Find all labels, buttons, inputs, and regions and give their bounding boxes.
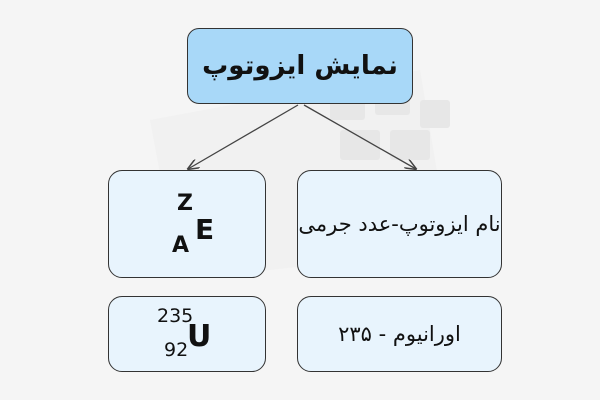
root-label: نمایش ایزوتوپ (202, 51, 398, 81)
example-name-label: اورانیوم - ۲۳۵ (338, 322, 461, 346)
example-atomic-number: 92 (164, 339, 189, 361)
example-node: 235 U 92 (108, 296, 266, 372)
notation-name-label: نام ایزوتوپ-عدد جرمی (298, 212, 501, 236)
uranium-nuclide-symbol: 235 U 92 (152, 299, 222, 369)
notation-name-node: نام ایزوتوپ-عدد جرمی (297, 170, 502, 278)
notation-subscript: A (172, 233, 190, 258)
example-name-node: اورانیوم - ۲۳۵ (297, 296, 502, 372)
notation-element-symbol: E (195, 213, 215, 246)
root-node: نمایش ایزوتوپ (187, 28, 413, 104)
example-mass-number: 235 (157, 305, 194, 327)
example-element-symbol: U (187, 319, 212, 354)
notation-superscript: Z (177, 191, 193, 216)
generic-nuclide-symbol: Z E A (152, 189, 222, 259)
notation-node: Z E A (108, 170, 266, 278)
